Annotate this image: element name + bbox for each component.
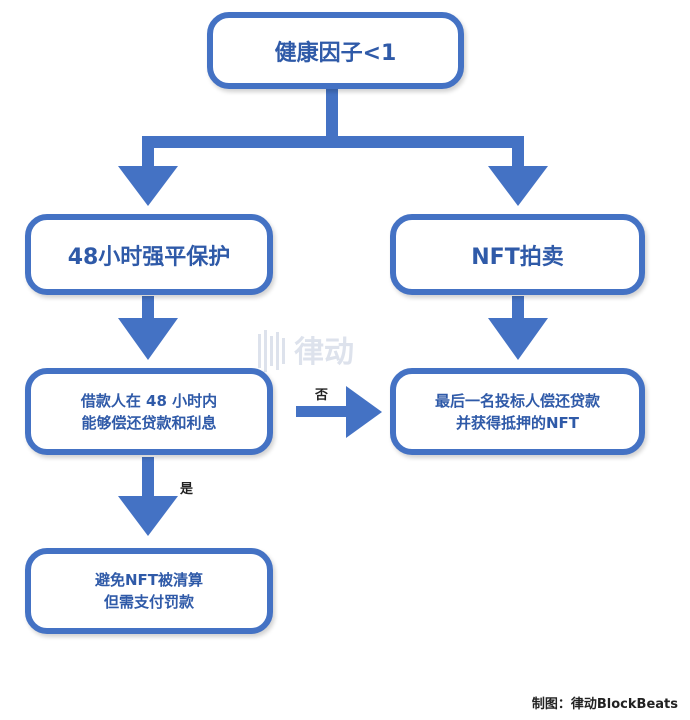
arrow-head-no [346,386,382,438]
edge-label-yes: 是 [180,482,194,497]
node-last-bidder-line-1: 最后一名投标人偿还贷款 [434,391,600,410]
node-borrower-repay-line-2: 能够偿还贷款和利息 [81,413,217,432]
arrow-head-yes [118,496,178,536]
node-48h-protection-text: 48小时强平保护 [67,244,231,270]
connector-yes [142,457,154,501]
arrow-head-right [488,166,548,206]
node-avoid-liquidation: 避免NFT被清算 但需支付罚款 [25,548,273,634]
watermark-bars-icon: 律动 [258,330,354,372]
node-borrower-repay: 借款人在 48 小时内 能够偿还贷款和利息 [25,368,273,455]
node-avoid-liquidation-line-1: 避免NFT被清算 [94,571,204,589]
node-health-factor-text: 健康因子<1 [274,40,397,66]
node-borrower-repay-line-1: 借款人在 48 小时内 [80,391,218,410]
arrow-head-right-to-midright [488,318,548,360]
arrow-head-left-to-mid [118,318,178,360]
connector-no [296,406,352,417]
credit-caption: 制图：律动BlockBeats [531,697,678,712]
watermark-text: 律动 [294,335,354,370]
node-nft-auction-text: NFT拍卖 [471,244,564,270]
node-nft-auction: NFT拍卖 [390,214,645,295]
node-last-bidder-line-2: 并获得抵押的NFT [455,413,580,432]
node-last-bidder: 最后一名投标人偿还贷款 并获得抵押的NFT [390,368,645,455]
connector-trunk [326,88,338,140]
edge-label-no: 否 [315,388,329,403]
node-48h-protection: 48小时强平保护 [25,214,273,295]
connector-split [142,136,524,148]
node-health-factor: 健康因子<1 [207,12,464,89]
watermark-logo: 律动 [258,328,408,380]
node-avoid-liquidation-line-2: 但需支付罚款 [103,593,194,611]
arrow-head-left [118,166,178,206]
